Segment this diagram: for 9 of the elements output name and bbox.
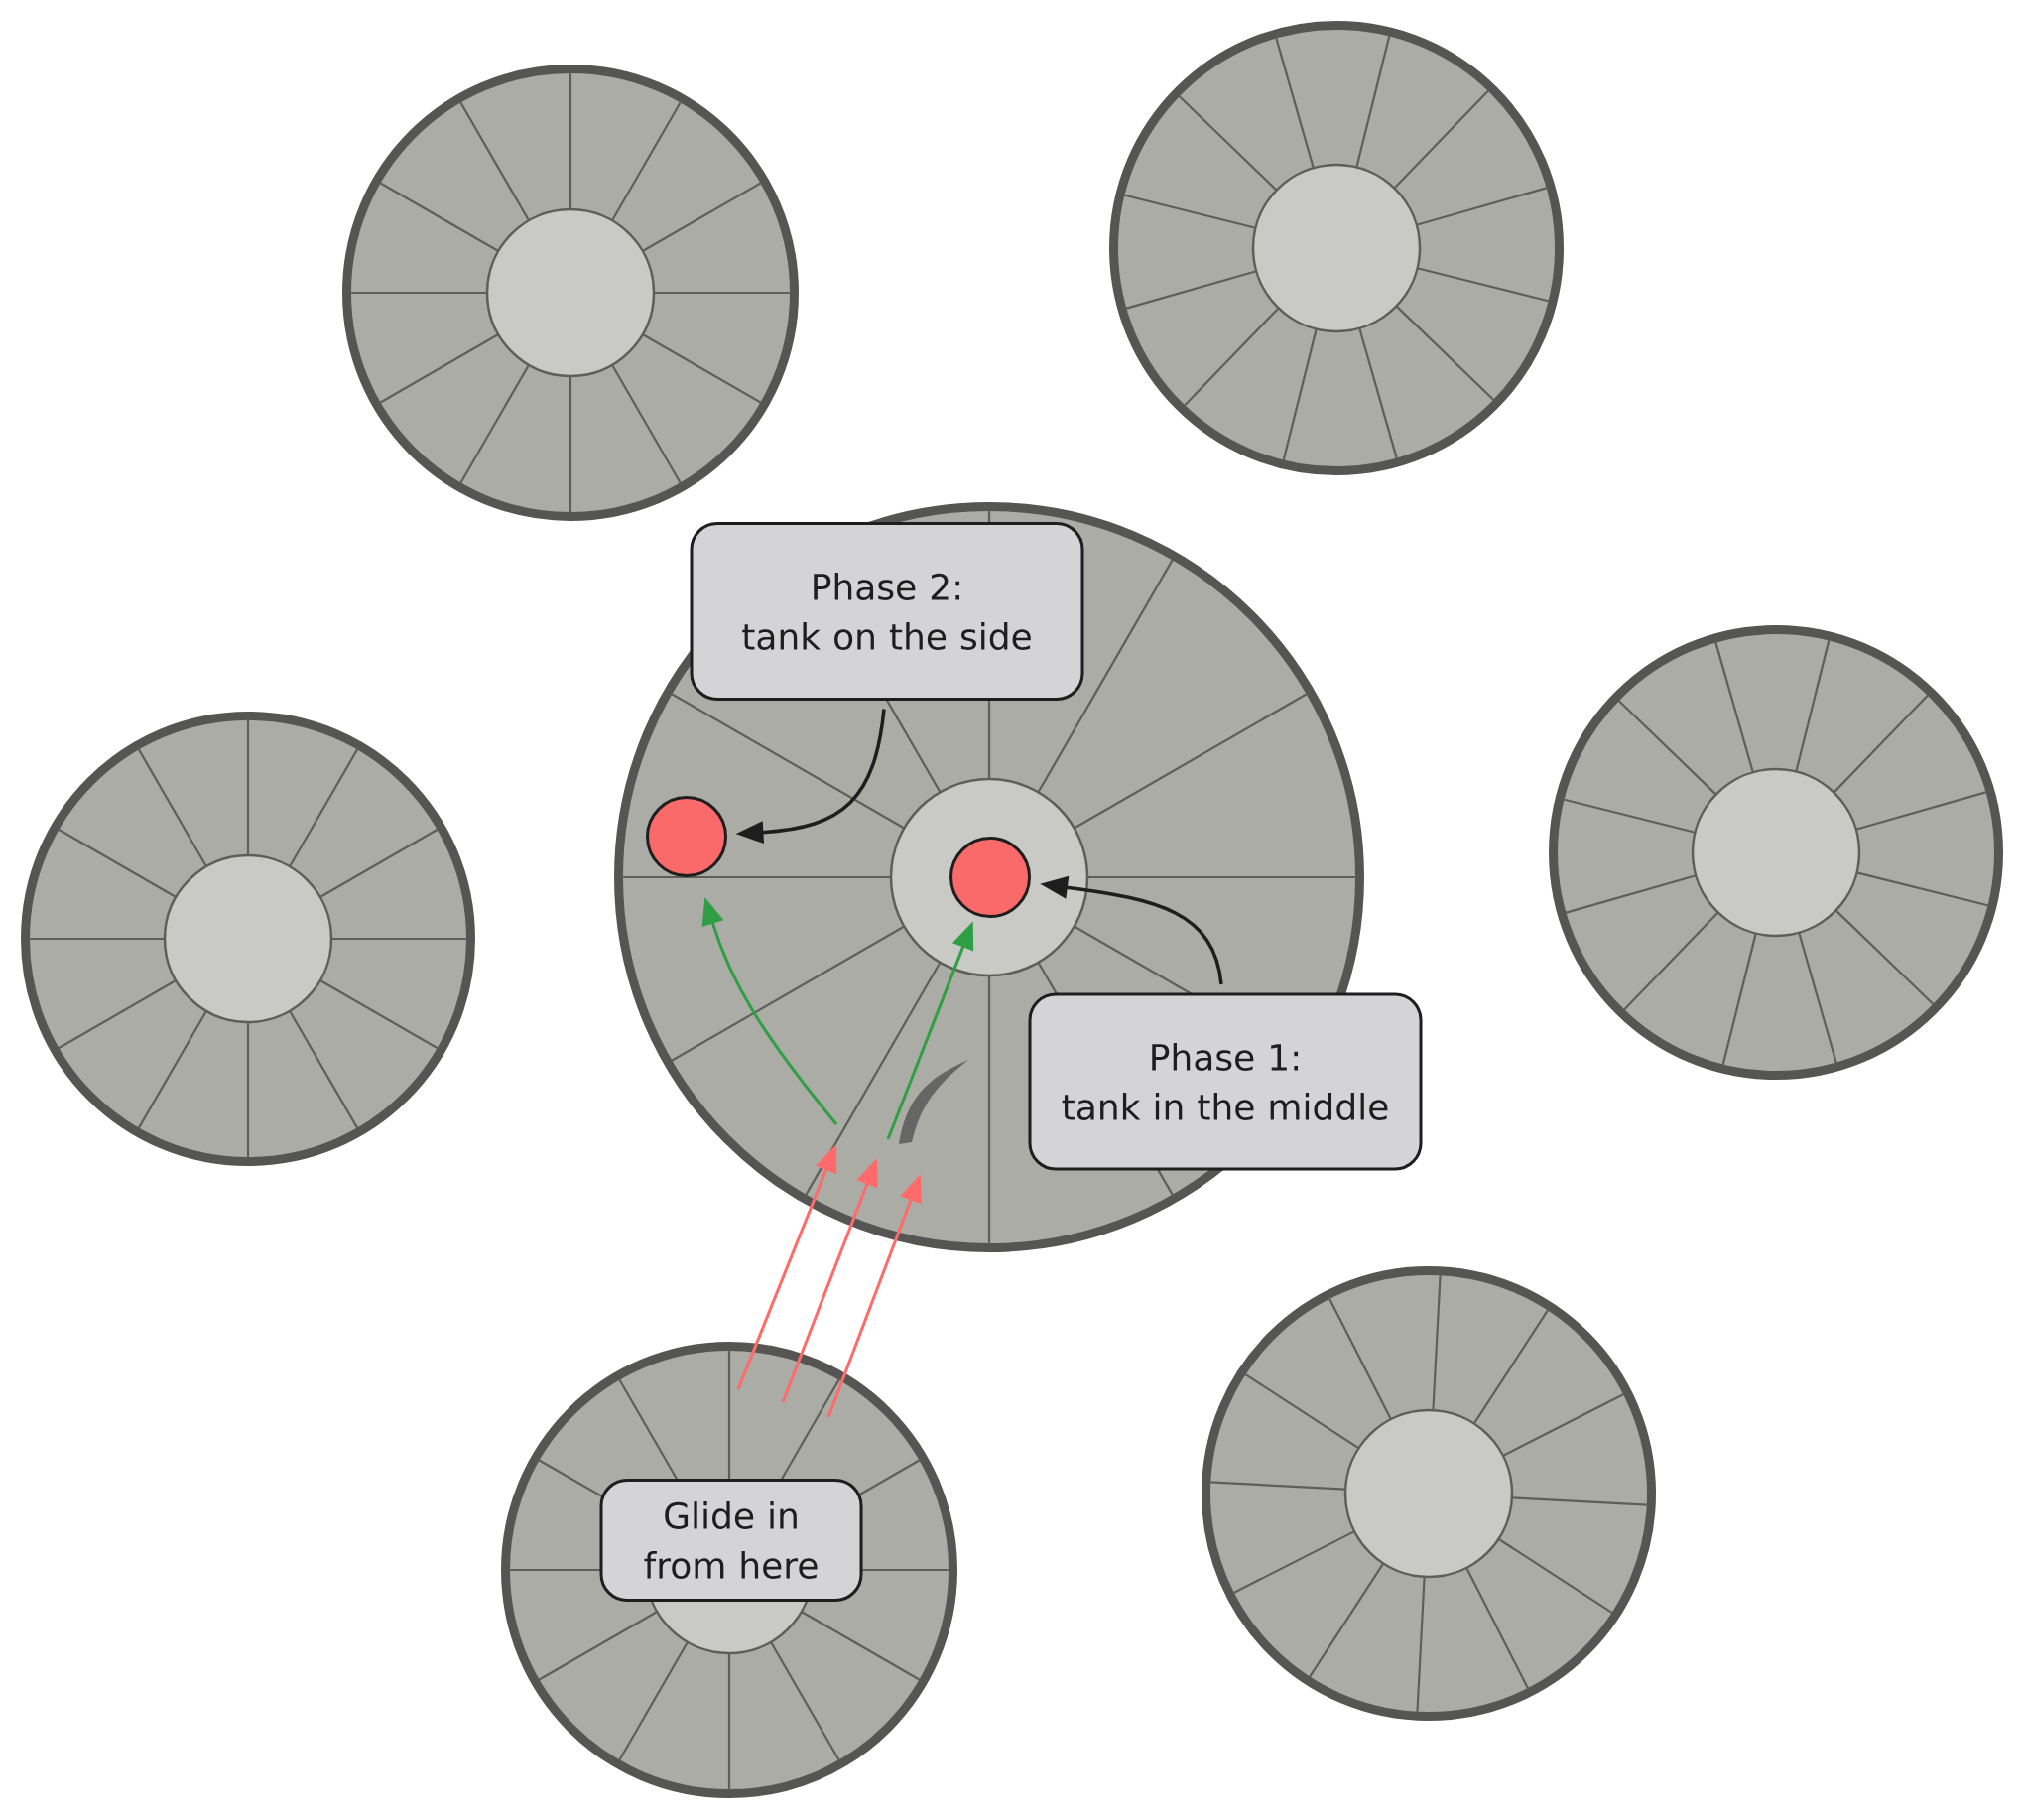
tank-dot: [646, 796, 727, 877]
platform: [1549, 625, 2003, 1080]
tank-dot: [949, 837, 1031, 918]
platform: [1202, 1266, 1656, 1721]
callout-box: Glide in from here: [599, 1479, 863, 1602]
callout-box: Phase 1: tank in the middle: [1028, 992, 1423, 1171]
platform: [21, 712, 475, 1166]
platform: [1109, 21, 1564, 475]
platform: [342, 65, 799, 521]
